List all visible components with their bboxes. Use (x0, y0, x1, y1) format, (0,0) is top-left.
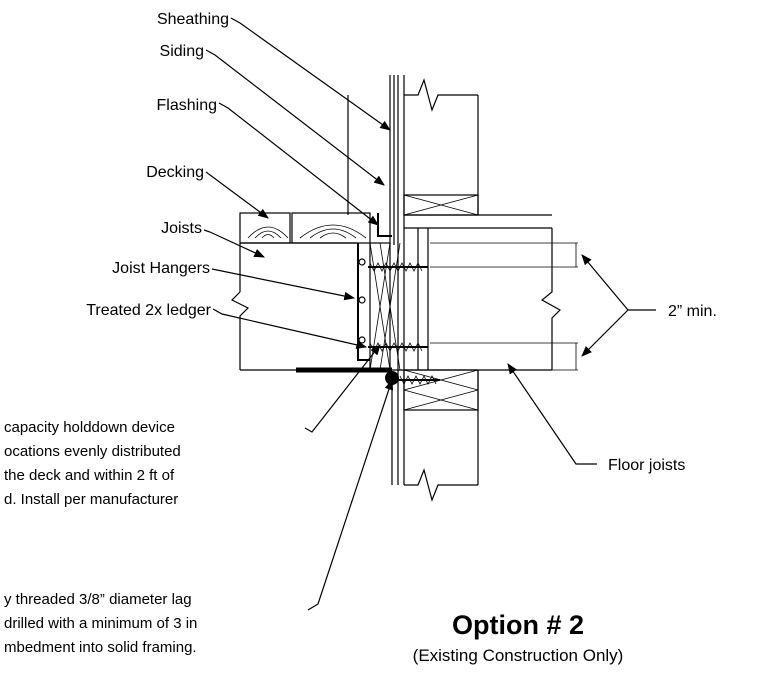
holddown-note-line: ocations evenly distributed (4, 443, 181, 460)
label-flashing: Flashing (157, 97, 217, 114)
holddown-note-line: capacity holddown device (4, 419, 175, 436)
label-ledger: Treated 2x ledger (86, 302, 211, 319)
holddown-note: capacity holddown device ocations evenly… (4, 419, 181, 508)
dimension-lines (430, 242, 656, 371)
label-sheathing: Sheathing (157, 11, 229, 28)
caption: Option # 2 (Existing Construction Only) (413, 610, 624, 665)
label-joist-hangers: Joist Hangers (112, 260, 210, 277)
deck-framing (230, 212, 440, 385)
callout-labels: Sheathing Siding Flashing Decking Joists… (86, 11, 717, 474)
label-joists: Joists (161, 220, 202, 237)
lag-note-line: y threaded 3/8” diameter lag (4, 591, 192, 608)
lag-note-line: mbedment into solid framing. (4, 639, 197, 656)
label-siding: Siding (160, 43, 204, 60)
lag-note-line: drilled with a minimum of 3 in (4, 615, 197, 632)
option-title: Option # 2 (452, 610, 584, 640)
holddown-note-line: the deck and within 2 ft of (4, 467, 175, 484)
leader-lines (203, 17, 597, 611)
holddown-note-line: d. Install per manufacturer (4, 491, 178, 508)
label-floor-joists: Floor joists (608, 457, 685, 474)
label-two-inch-min: 2” min. (668, 303, 717, 320)
label-decking: Decking (146, 164, 204, 181)
wall-framing (347, 75, 561, 502)
lag-screw-note: y threaded 3/8” diameter lag drilled wit… (4, 591, 197, 656)
option-subtitle: (Existing Construction Only) (413, 646, 624, 665)
